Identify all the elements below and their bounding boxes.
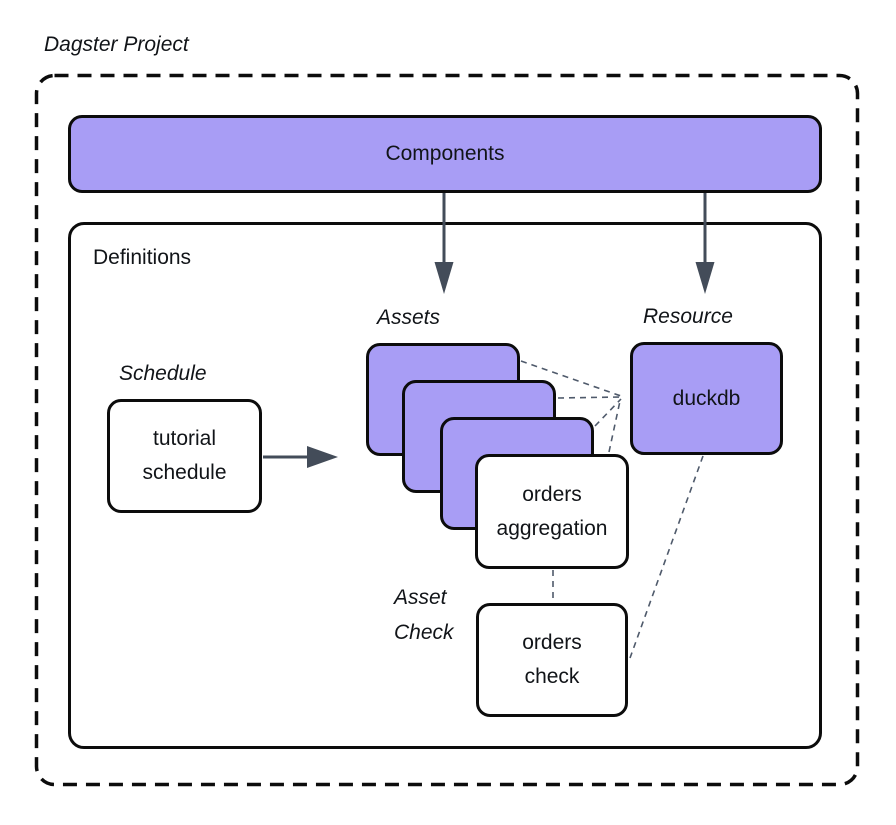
orders-check-line1: orders [522,631,582,654]
asset-check-group-label-line1: Asset [394,586,447,609]
orders-check-line2: check [524,665,580,688]
tutorial-schedule-node: tutorial schedule [107,399,262,513]
components-bar: Components [68,115,822,193]
tutorial-schedule-line2: schedule [142,461,227,484]
schedule-group-label: Schedule [119,362,207,385]
asset-check-group-label: Asset Check [394,580,454,650]
tutorial-schedule-line1: tutorial [152,427,217,450]
definitions-label: Definitions [93,246,192,269]
duckdb-node: duckdb [630,342,783,455]
asset-check-group-label-line2: Check [394,621,454,644]
resource-group-label: Resource [643,305,733,328]
duckdb-node-label: duckdb [672,386,741,410]
orders-aggregation-node: orders aggregation [475,454,629,569]
diagram-title: Dagster Project [44,33,189,56]
orders-check-node-label: orders check [522,626,582,694]
orders-aggregation-node-label: orders aggregation [497,478,608,546]
components-label: Components [385,142,505,165]
orders-check-node: orders check [476,603,628,717]
orders-aggregation-line2: aggregation [496,516,608,540]
tutorial-schedule-node-label: tutorial schedule [142,422,226,490]
orders-aggregation-line1: orders [522,482,582,506]
assets-group-label: Assets [377,306,441,329]
